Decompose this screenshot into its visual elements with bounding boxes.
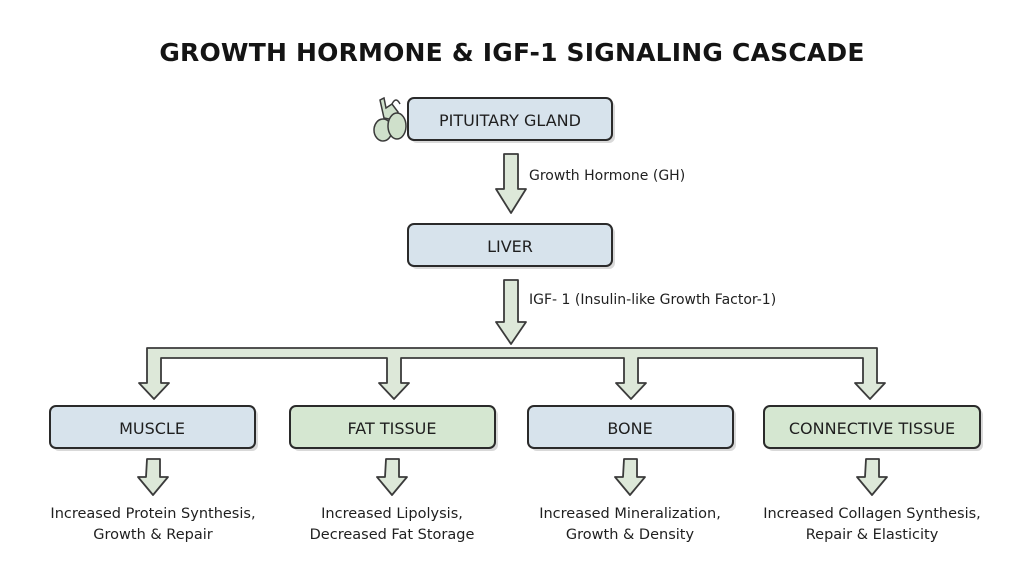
effect-bone: Increased Mineralization, Growth & Densi… <box>539 506 721 543</box>
node-bone: BONE <box>527 405 736 451</box>
effect-connective-line-2: Repair & Elasticity <box>806 527 939 543</box>
effect-muscle-line-2: Growth & Repair <box>93 527 212 543</box>
pituitary-gland-icon <box>373 96 407 142</box>
node-liver: LIVER <box>407 223 615 269</box>
arrow-fat-effect <box>376 458 408 496</box>
node-connective-label: CONNECTIVE TISSUE <box>789 419 955 438</box>
effect-connective-line-1: Increased Collagen Synthesis, <box>763 506 981 522</box>
node-muscle-label: MUSCLE <box>119 419 185 438</box>
arrow-growth-hormone <box>495 153 527 214</box>
node-fat-label: FAT TISSUE <box>348 419 437 438</box>
arrow-bone-effect <box>614 458 646 496</box>
node-muscle: MUSCLE <box>49 405 258 451</box>
effect-muscle-line-1: Increased Protein Synthesis, <box>50 506 255 522</box>
node-fat-tissue: FAT TISSUE <box>289 405 498 451</box>
node-liver-label: LIVER <box>487 237 533 256</box>
edge-label-gh: Growth Hormone (GH) <box>529 168 685 184</box>
effect-bone-line-2: Growth & Density <box>566 527 695 543</box>
node-pituitary-gland: PITUITARY GLAND <box>407 97 615 143</box>
node-connective-tissue: CONNECTIVE TISSUE <box>763 405 983 451</box>
effect-bone-line-1: Increased Mineralization, <box>539 506 721 522</box>
branch-connector <box>138 347 886 400</box>
edge-label-igf1: IGF- 1 (Insulin-like Growth Factor-1) <box>529 292 776 308</box>
effect-fat-line-1: Increased Lipolysis, <box>321 506 463 522</box>
effect-connective: Increased Collagen Synthesis, Repair & E… <box>763 506 981 543</box>
effect-muscle: Increased Protein Synthesis, Growth & Re… <box>50 506 255 543</box>
arrow-muscle-effect <box>137 458 169 496</box>
node-pituitary-label: PITUITARY GLAND <box>439 111 581 130</box>
arrow-igf1 <box>495 279 527 345</box>
node-bone-label: BONE <box>607 419 652 438</box>
effect-fat: Increased Lipolysis, Decreased Fat Stora… <box>310 506 475 543</box>
effect-fat-line-2: Decreased Fat Storage <box>310 527 475 543</box>
arrow-connective-effect <box>856 458 888 496</box>
diagram-title: GROWTH HORMONE & IGF-1 SIGNALING CASCADE <box>159 38 864 67</box>
